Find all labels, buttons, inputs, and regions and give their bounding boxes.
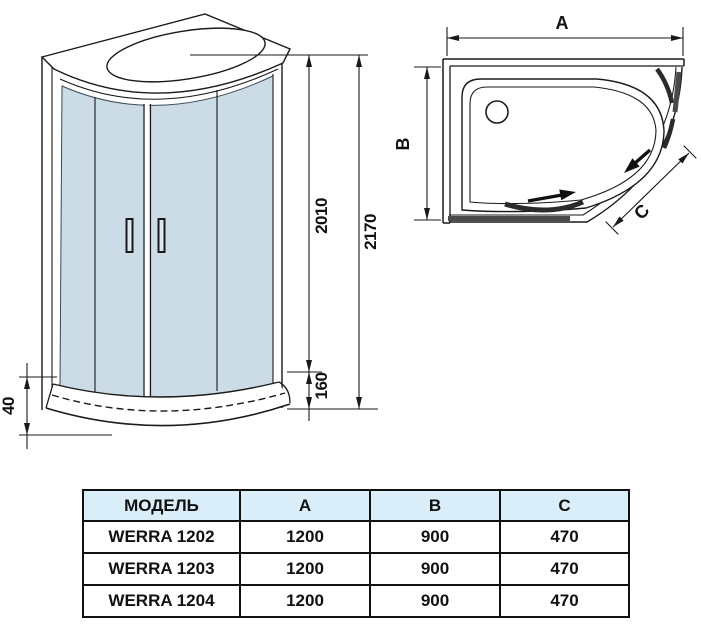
dim-a-label: A xyxy=(556,13,569,33)
cell-model: WERRA 1204 xyxy=(82,584,241,618)
arrowhead xyxy=(306,397,312,409)
glass-panels xyxy=(59,73,278,398)
cell-c: 470 xyxy=(499,584,630,618)
tray-right-edge xyxy=(278,381,291,404)
cell-a: 1200 xyxy=(239,520,371,554)
cell-a: 1200 xyxy=(239,584,371,618)
dim-b-label: B xyxy=(393,138,413,151)
ext-tick-c-upper xyxy=(683,145,697,159)
arrowhead xyxy=(678,153,689,164)
tray-top-arc xyxy=(52,381,280,398)
dim-40-label: 40 xyxy=(0,397,18,415)
arrowhead xyxy=(24,377,30,389)
tray-left-edge xyxy=(45,383,54,409)
cell-a: 1200 xyxy=(239,552,371,586)
cell-b: 900 xyxy=(369,552,501,586)
door-handle-left xyxy=(125,218,134,253)
drain-circle xyxy=(485,100,509,124)
arrowhead xyxy=(306,372,312,384)
arrowhead xyxy=(306,360,312,372)
roof-dome-oval xyxy=(106,27,266,83)
front-frame-bar xyxy=(448,216,570,221)
spec-table: МОДЕЛЬ A B C WERRA 1202 1200 900 470 WER… xyxy=(82,489,630,618)
arrowhead xyxy=(671,35,683,41)
cell-model: WERRA 1203 xyxy=(82,552,241,586)
slide-arrow-right-head xyxy=(559,189,576,201)
dim-2010-label: 2010 xyxy=(312,198,331,234)
door-panel-arc-mid xyxy=(661,118,676,149)
tray-lip-inner xyxy=(469,86,657,205)
front-view-dimensions: 2010 160 2170 40 xyxy=(0,54,380,449)
front-view xyxy=(40,13,291,427)
dim-160-label: 160 xyxy=(312,373,331,400)
cell-c: 470 xyxy=(499,520,630,554)
fixed-panel-bar xyxy=(672,71,682,113)
cell-b: 900 xyxy=(369,584,501,618)
tray-dashed-arc xyxy=(51,392,286,412)
arrowhead xyxy=(24,423,30,435)
door-handle-right xyxy=(157,218,166,253)
arrowhead xyxy=(447,35,459,41)
arrowhead xyxy=(306,55,312,67)
roof-rim-inner-arc xyxy=(59,68,279,100)
arrowhead xyxy=(424,67,430,79)
door-panel-arc-top xyxy=(655,67,675,104)
arrowhead xyxy=(613,216,624,227)
slide-arrow-left-shaft xyxy=(632,148,652,166)
arrowhead xyxy=(356,55,362,67)
dim-c-label: C xyxy=(630,200,653,223)
tray-bottom-arc xyxy=(45,403,291,427)
door-panel-arc-bottom xyxy=(504,199,584,213)
technical-drawing: 2010 160 2170 40 xyxy=(0,13,697,449)
slide-arrow-left-head xyxy=(624,158,640,173)
dim-2170-label: 2170 xyxy=(361,214,380,250)
cell-b: 900 xyxy=(369,520,501,554)
right-frame-band xyxy=(273,64,282,408)
tray-fill xyxy=(46,382,290,426)
cell-c: 470 xyxy=(499,552,630,586)
header-c: C xyxy=(499,489,630,522)
header-b: B xyxy=(369,489,501,522)
header-a: A xyxy=(239,489,371,522)
dim-line-c xyxy=(612,152,690,228)
spec-table-header-row: МОДЕЛЬ A B C xyxy=(82,489,630,522)
plan-view xyxy=(442,58,685,224)
cell-model: WERRA 1202 xyxy=(82,520,241,554)
arrowhead xyxy=(424,208,430,220)
arrowhead xyxy=(356,397,362,409)
table-row: WERRA 1204 1200 900 470 xyxy=(82,584,630,618)
table-row: WERRA 1202 1200 900 470 xyxy=(82,520,630,554)
ext-tick-c-lower xyxy=(605,221,619,235)
slide-arrow-right-shaft xyxy=(527,193,563,203)
table-row: WERRA 1203 1200 900 470 xyxy=(82,552,630,586)
header-model: МОДЕЛЬ xyxy=(82,489,241,522)
